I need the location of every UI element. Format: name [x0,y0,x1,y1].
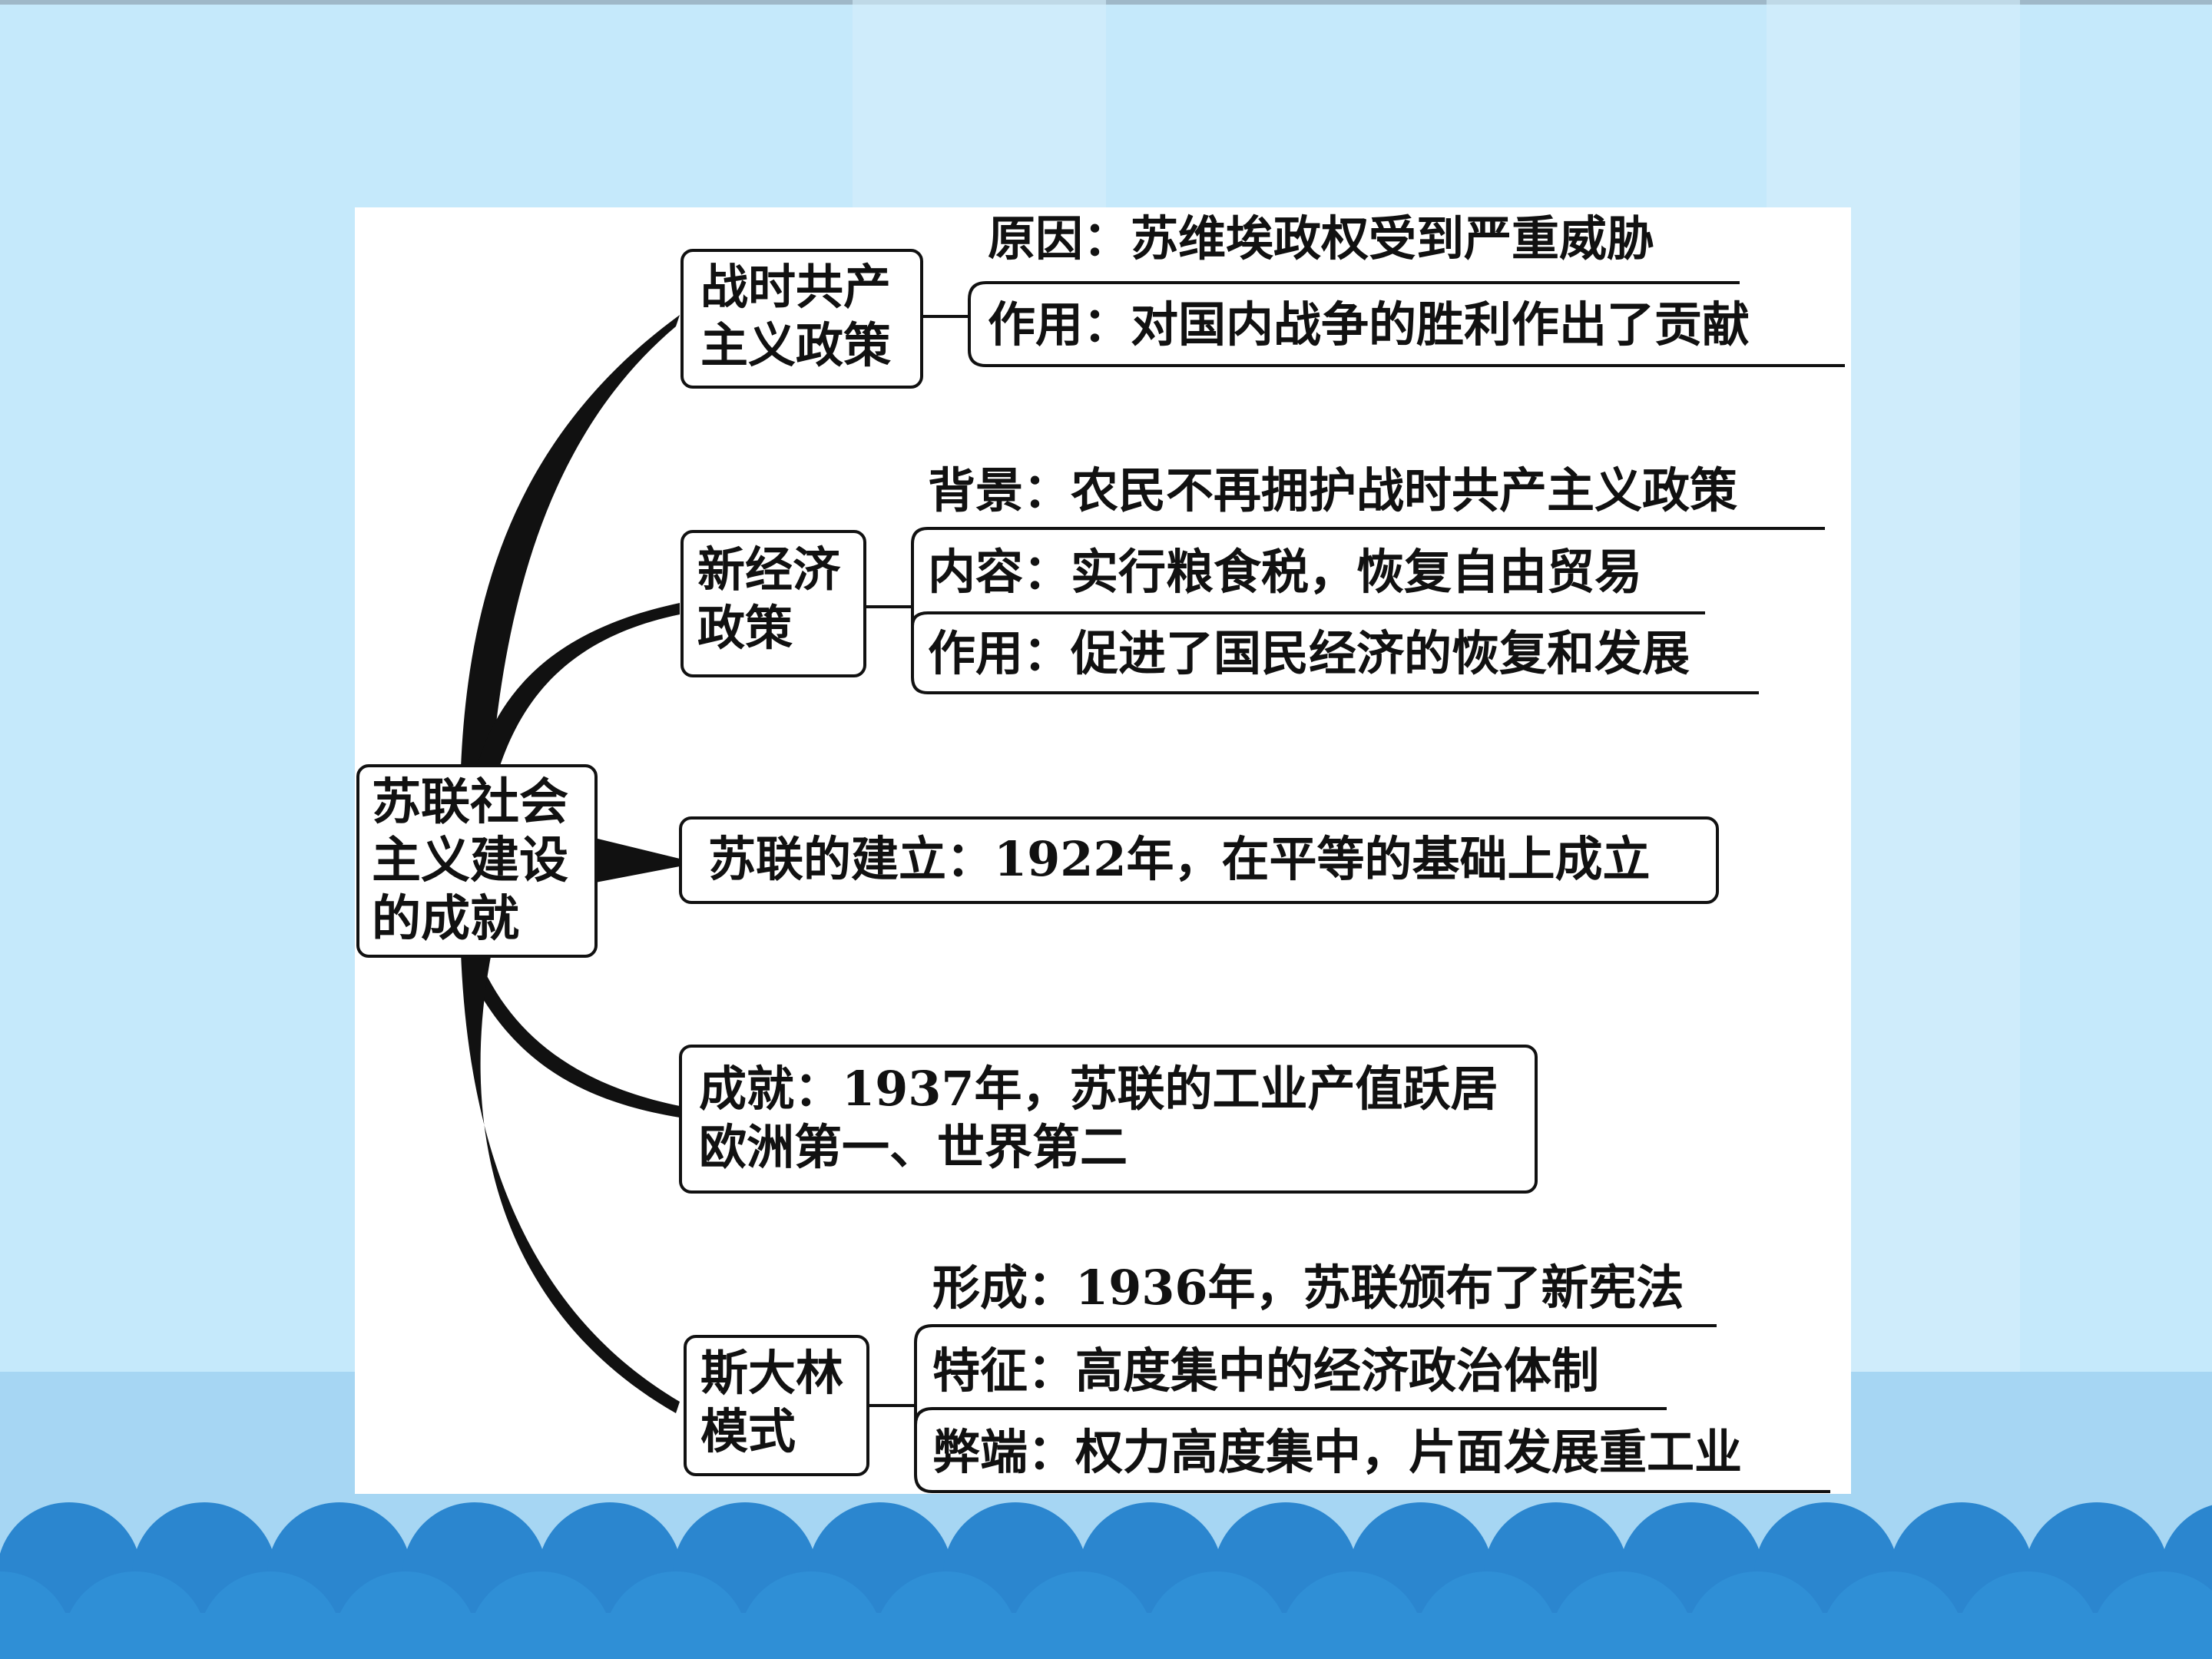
branch-node-stalin-model: 斯大林 模式 [684,1335,869,1476]
branch-node-war-communism: 战时共产 主义政策 [680,249,923,389]
trunk-branch-4 [461,952,680,1118]
branch-node-line-2: 模式 [700,1403,796,1459]
detail-nep-background: 背景：农民不再拥护战时共产主义政策 [928,462,1738,518]
detail-stalin-feature: 特征：高度集中的经济政治体制 [932,1343,1600,1399]
detail-nep-content: 内容：实行粮食税，恢复自由贸易 [928,544,1643,600]
branch-node-line-1: 苏联的建立：1922年，在平等的基础上成立 [708,831,1651,887]
branch-node-line-1: 成就：1937年，苏联的工业产值跃居 [699,1061,1498,1117]
branch-node-line-1: 战时共产 [700,259,892,315]
branch-node-nep: 新经济 政策 [680,530,866,677]
root-node-line-3: 的成就 [372,890,519,948]
trunk-branch-1 [461,315,680,768]
branch-node-line-2: 主义政策 [700,317,892,373]
branch-node-line-1: 斯大林 [700,1345,844,1401]
branch-node-line-2: 政策 [697,600,793,656]
branch-node-line-2: 欧洲第一、世界第二 [699,1119,1128,1175]
detail-stalin-formation: 形成：1936年，苏联颁布了新宪法 [932,1260,1684,1316]
wave-base [0,1613,2212,1659]
detail-war-communism-effect: 作用：对国内战争的胜利作出了贡献 [988,296,1750,353]
wave-row-front [0,1571,2212,1659]
detail-nep-effect: 作用：促进了国民经济的恢复和发展 [928,625,1690,681]
trunk-branch-5 [461,952,680,1413]
root-node-line-2: 主义建设 [372,832,568,889]
branch-node-ussr-founding: 苏联的建立：1922年，在平等的基础上成立 [679,816,1719,904]
root-node-line-1: 苏联社会 [372,773,568,831]
detail-stalin-drawback: 弊端：权力高度集中，片面发展重工业 [932,1424,1743,1480]
root-node: 苏联社会 主义建设 的成就 [356,764,598,958]
trunk-branch-3 [591,837,680,883]
trunk-branch-2 [476,603,680,768]
branch-node-line-1: 新经济 [697,541,841,598]
detail-war-communism-cause: 原因：苏维埃政权受到严重威胁 [988,210,1655,267]
branch-node-achievement: 成就：1937年，苏联的工业产值跃居 欧洲第一、世界第二 [679,1045,1538,1194]
